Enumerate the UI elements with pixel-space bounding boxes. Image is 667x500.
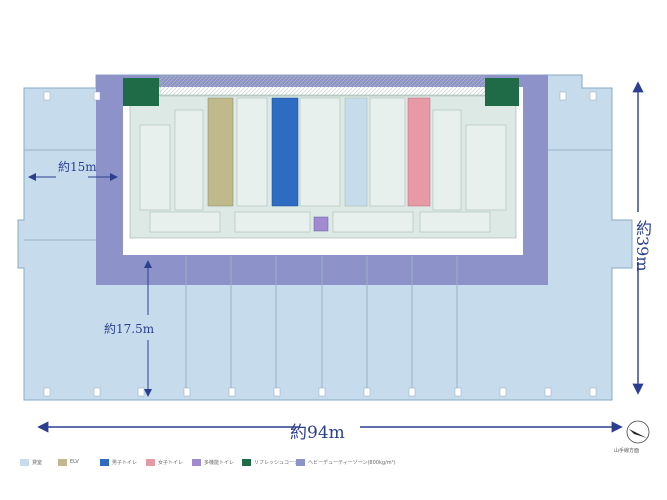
elevator-olive — [207, 97, 234, 207]
womens-toilet — [407, 97, 431, 207]
refresh-corner-right — [485, 78, 519, 106]
mens-toilet — [271, 97, 299, 207]
dimension-depth-15-label: 約15m — [58, 160, 97, 174]
dimension-depth-175-label: 約17.5m — [104, 322, 155, 336]
legend-item: 男子トイレ — [100, 456, 137, 468]
refresh-corner-left — [123, 78, 159, 106]
legend-swatch — [58, 458, 67, 466]
dimension-height-label: 約39m — [633, 220, 652, 272]
legend-swatch — [192, 458, 201, 466]
compass-label: 山手線方面 — [614, 448, 640, 454]
legend-item: リフレッシュコーナー — [242, 456, 304, 468]
compass-icon — [626, 420, 650, 444]
legend-swatch — [296, 458, 305, 466]
legend-swatch — [242, 458, 251, 466]
legend-swatch — [100, 458, 109, 466]
legend: 貸室 ELV 男子トイレ 女子トイレ 多機能トイレ リフレッシュコーナー ヘビー… — [20, 456, 400, 470]
legend-item: 貸室 — [20, 456, 42, 468]
legend-item: 女子トイレ — [146, 456, 183, 468]
top-corridor — [159, 75, 486, 97]
legend-item: ヘビーデューティーゾーン(800kg/m²) — [296, 456, 396, 468]
multi-toilet — [313, 216, 329, 232]
dimension-width-label: 約94m — [290, 423, 345, 443]
legend-swatch — [20, 458, 29, 466]
legend-item: ELV — [58, 456, 79, 468]
legend-swatch — [146, 458, 155, 466]
legend-item: 多機能トイレ — [192, 456, 234, 468]
